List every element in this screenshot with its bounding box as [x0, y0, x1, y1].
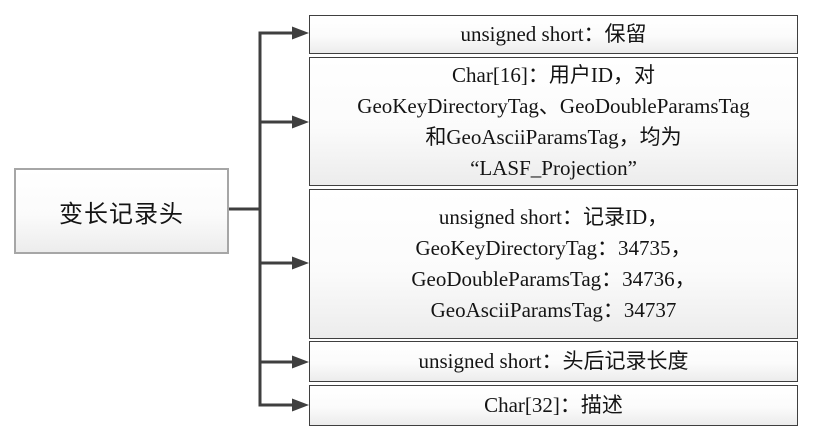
field-line: 和GeoAsciiParamsTag，均为 — [425, 124, 682, 149]
field-line: GeoDoubleParamsTag：34736， — [411, 267, 696, 291]
root-box-label: 变长记录头 — [59, 201, 184, 228]
field-box-record-id: unsigned short：记录ID， GeoKeyDirectoryTag：… — [309, 189, 798, 339]
field-box-reserved: unsigned short：保留 — [309, 15, 798, 54]
field-box-user-id: Char[16]：用户ID，对 GeoKeyDirectoryTag、GeoDo… — [309, 57, 798, 186]
field-line: GeoKeyDirectoryTag、GeoDoubleParamsTag — [357, 93, 750, 118]
field-line: unsigned short：头后记录长度 — [418, 349, 689, 373]
arrowhead-icon-2 — [292, 115, 309, 129]
field-line: GeoAsciiParamsTag：34737 — [430, 298, 677, 322]
field-box-description: Char[32]：描述 — [309, 385, 798, 426]
field-line: Char[16]：用户ID，对 — [452, 62, 655, 87]
arrowhead-icon-1 — [292, 26, 309, 40]
field-line: Char[32]：描述 — [484, 393, 623, 417]
arrowhead-icon-5 — [292, 398, 309, 412]
field-line: unsigned short：保留 — [460, 22, 647, 46]
arrowhead-icon-4 — [292, 355, 309, 369]
field-box-record-length-after-header: unsigned short：头后记录长度 — [309, 341, 798, 382]
field-line: unsigned short：记录ID， — [438, 205, 669, 229]
arrowhead-icon-3 — [292, 256, 309, 270]
field-line: “LASF_Projection” — [470, 155, 637, 180]
root-box-variable-length-record-header: 变长记录头 — [14, 168, 229, 254]
field-line: GeoKeyDirectoryTag：34735， — [415, 236, 692, 260]
